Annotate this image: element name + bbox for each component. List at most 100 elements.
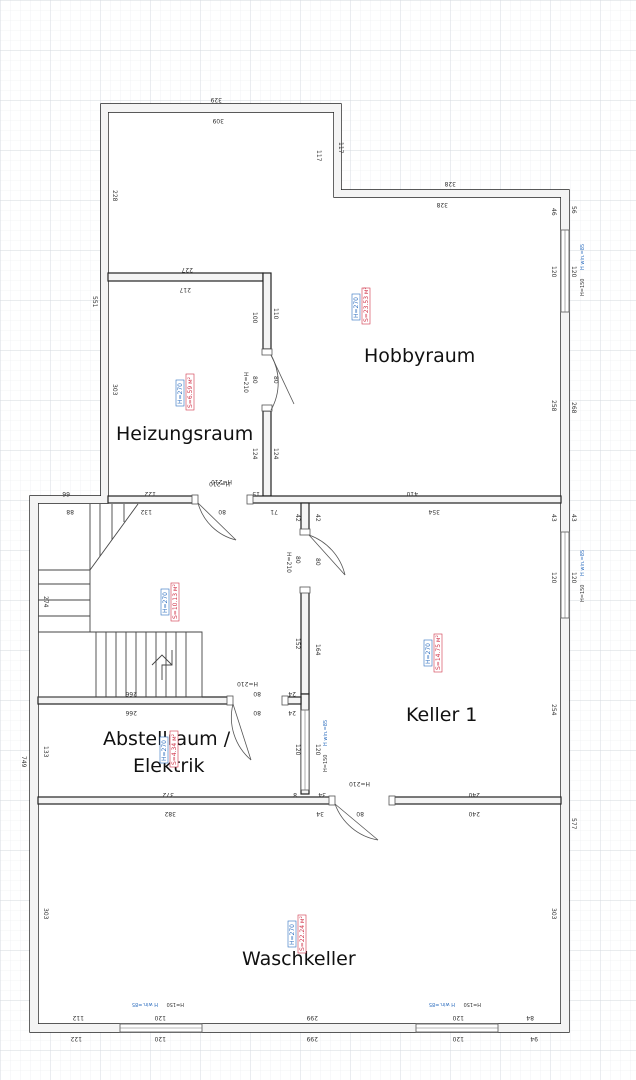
dim-right-268: 268	[570, 402, 577, 414]
dim-w34b: 34	[316, 810, 324, 817]
dim-b299: 299	[306, 1035, 318, 1042]
badge-keller1: H=270 S=14.75 м²	[423, 633, 443, 673]
win-bottom-right-hwin: H win.=85	[429, 1001, 455, 1007]
dim-mid-top: 227	[181, 266, 193, 273]
dim-b122: 122	[70, 1035, 82, 1042]
wasch-area: S=22.24 м²	[299, 916, 306, 951]
win-right-top-hwin: H win.=85	[580, 244, 586, 270]
dim-ne-outer: 328	[444, 180, 456, 187]
dim-left-749: 749	[20, 756, 27, 768]
dim-w42b: 42	[314, 514, 321, 522]
dim-mid-bottom: 217	[179, 286, 191, 293]
dim-wasch-303b: 303	[550, 908, 557, 920]
flur-height: H=270	[162, 592, 169, 613]
dim-win2b: 120	[570, 572, 577, 584]
dim-w299: 299	[306, 1014, 318, 1021]
dim-door-e-h: H=210	[349, 780, 370, 787]
dim-heiz-door-low2: 124	[272, 448, 279, 460]
badge-wasch: H=270 S=22.24 м²	[287, 914, 307, 954]
dim-heiz-door-upper: 110	[272, 308, 279, 320]
dim-stair-88: 88	[66, 508, 74, 515]
dim-top-inner: 309	[212, 117, 224, 124]
dim-w120a: 120	[154, 1014, 166, 1021]
dim-door-e: 80	[356, 810, 364, 817]
dim-w354: 354	[428, 508, 440, 515]
badge-heizung: H=270 S=6.59 м²	[175, 373, 195, 411]
win-right-mid-hwin: H win.=85	[580, 550, 586, 576]
dim-w71: 71	[270, 508, 278, 515]
dim-abst-266: 266	[125, 709, 137, 716]
keller1-area: S=14.75 м²	[435, 635, 442, 670]
staircase	[38, 503, 203, 698]
window-labels: H=150 H win.=85 H=150 H win.=85 H=150 H …	[132, 244, 586, 1007]
windows	[119, 229, 570, 1033]
dim-w152: 152	[294, 638, 301, 650]
dim-heiz-bottom-15: 15	[252, 490, 260, 497]
dimension-labels: 329 309 328 328 227 217 410 122 15 H=210…	[20, 96, 577, 1042]
room-name-keller-1: Keller 1	[406, 704, 477, 726]
dim-b120: 120	[154, 1035, 166, 1042]
dim-w8: 8	[293, 791, 297, 798]
win-bottom-right-h: H=150	[464, 1001, 482, 1007]
walls	[29, 103, 570, 1033]
dim-step-inner: 117	[315, 150, 322, 162]
dim-left-inner: 228	[111, 190, 118, 202]
dim-b120b: 120	[452, 1035, 464, 1042]
dim-keller-254: 254	[550, 704, 557, 716]
heizung-area: S=6.59 м²	[187, 376, 194, 408]
win-right-top-h: H=150	[580, 279, 586, 297]
dim-top-outer: 329	[210, 96, 222, 103]
dim-wasch-303: 303	[42, 908, 49, 920]
dim-right-46: 46	[550, 208, 557, 216]
dim-stair-266: 266	[125, 690, 137, 697]
room-name-abstellraum-line2: Elektrik	[133, 755, 205, 777]
dim-door-c-80b: 80	[314, 558, 321, 566]
dim-win2: 120	[550, 572, 557, 584]
dim-heiz-left: 303	[111, 384, 118, 396]
dim-right-56: 56	[570, 206, 577, 214]
hobby-height: H=270	[353, 297, 360, 318]
heizung-height: H=270	[177, 383, 184, 404]
dim-w112: 112	[72, 1014, 84, 1021]
flur-area: S=10.13 м²	[172, 584, 179, 619]
dim-door-b-h: H=210	[211, 478, 232, 485]
dim-w24b: 24	[288, 709, 296, 716]
dim-heiz-bottom: 122	[144, 490, 156, 497]
dim-door-d-h: H=210	[237, 680, 258, 687]
dim-win1b: 120	[570, 266, 577, 278]
win-abstell-h: H=150	[323, 755, 329, 773]
dim-door-d-80b: 80	[253, 709, 261, 716]
dim-w164: 164	[314, 644, 321, 656]
win-abstell-hwin: H win.=85	[323, 720, 329, 746]
badge-flur: H=270 S=10.13 м²	[160, 582, 180, 622]
abstell-area: S=4.34 м²	[171, 733, 178, 765]
dim-w84: 84	[526, 1014, 534, 1021]
dim-hobby-bottom: 410	[406, 490, 418, 497]
keller1-height: H=270	[425, 643, 432, 664]
wasch-height: H=270	[289, 924, 296, 945]
dim-door-c: 80	[294, 556, 301, 564]
doors	[191, 348, 396, 841]
dim-w24: 24	[288, 690, 296, 697]
dim-heiz-door-h: H=210	[209, 480, 230, 487]
win-bottom-left-hwin: H win.=85	[132, 1001, 158, 1007]
hobby-area: S=23.53 м²	[363, 287, 370, 322]
dim-w43b: 43	[570, 514, 577, 522]
dim-heiz-h210: H=210	[242, 372, 249, 393]
room-name-waschkeller: Waschkeller	[242, 948, 356, 970]
dim-left-outer: 551	[91, 296, 98, 308]
dim-w42: 42	[294, 514, 301, 522]
dim-win1: 120	[550, 266, 557, 278]
dim-heiz-door-low: 124	[251, 448, 258, 460]
dim-wing-66: 66	[62, 490, 70, 497]
room-name-heizungsraum: Heizungsraum	[116, 423, 253, 445]
dim-abst-133: 133	[42, 746, 49, 758]
room-name-hobbyraum: Hobbyraum	[364, 345, 475, 367]
dim-abst-120: 120	[294, 744, 301, 756]
win-bottom-left-h: H=150	[167, 1001, 185, 1007]
dim-b94: 94	[530, 1035, 538, 1042]
badge-abstell: H=270 S=4.34 м²	[159, 730, 179, 768]
badge-hobby: H=270 S=23.53 м²	[351, 287, 371, 325]
dim-w120b: 120	[452, 1014, 464, 1021]
